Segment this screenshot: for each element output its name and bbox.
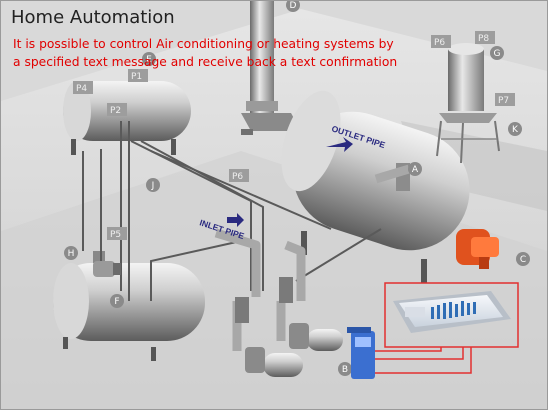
connection-lines	[375, 282, 519, 374]
svg-text:K: K	[512, 125, 519, 135]
tag-p5: P5	[107, 227, 127, 240]
point-tags: P1 P2 P4 P5 P6 P6 P7 P8	[73, 31, 515, 240]
marker-g: G	[490, 46, 504, 60]
tag-p8: P8	[475, 31, 495, 44]
tank-on-stand	[436, 43, 500, 164]
marker-d: D	[286, 1, 300, 12]
valve-assembly	[93, 261, 121, 277]
component-markers: A B C D E F G H J K	[64, 1, 530, 376]
tag-p1: P1	[128, 69, 148, 82]
chimney	[241, 1, 301, 135]
tag-p7: P7	[495, 93, 515, 106]
marker-a: A	[408, 162, 422, 176]
sms-controller-box	[347, 327, 375, 379]
svg-text:P7: P7	[498, 96, 509, 106]
svg-text:P5: P5	[110, 230, 121, 240]
svg-text:B: B	[342, 365, 348, 375]
inlet-flow-arrow	[227, 213, 244, 227]
svg-text:C: C	[520, 255, 526, 265]
tag-p6-center: P6	[229, 169, 249, 182]
pipe-network	[82, 121, 382, 301]
tag-p6-right: P6	[431, 35, 451, 48]
marker-e: E	[142, 52, 156, 66]
page-title: Home Automation	[11, 7, 175, 28]
svg-text:F: F	[114, 297, 119, 307]
outlet-flow-arrow	[326, 137, 353, 152]
svg-text:J: J	[151, 181, 155, 191]
tag-p4: P4	[73, 81, 93, 94]
svg-text:P6: P6	[434, 38, 445, 48]
svg-text:D: D	[290, 1, 297, 11]
description-line-1: It is possible to control Air conditioni…	[13, 37, 394, 51]
marker-c: C	[516, 252, 530, 266]
marker-k: K	[508, 122, 522, 136]
pump-assembly-1	[235, 297, 303, 377]
burner	[456, 229, 499, 269]
gsm-monitoring-device	[393, 291, 511, 333]
marker-f: F	[110, 294, 124, 308]
storage-tank-lower	[53, 251, 205, 361]
description-line-2: a specified text message and receive bac…	[13, 55, 398, 69]
svg-text:G: G	[494, 49, 501, 59]
tag-p2: P2	[107, 103, 127, 116]
svg-text:P6: P6	[232, 172, 243, 182]
svg-text:H: H	[68, 249, 75, 259]
svg-text:P1: P1	[131, 72, 142, 82]
svg-text:A: A	[412, 165, 419, 175]
svg-text:P8: P8	[478, 34, 489, 44]
svg-text:E: E	[146, 55, 152, 65]
marker-j: J	[146, 178, 160, 192]
svg-text:P4: P4	[76, 84, 87, 94]
pump-assembly-2	[279, 277, 343, 351]
marker-b: B	[338, 362, 352, 376]
svg-text:P2: P2	[110, 106, 121, 116]
marker-h: H	[64, 246, 78, 260]
